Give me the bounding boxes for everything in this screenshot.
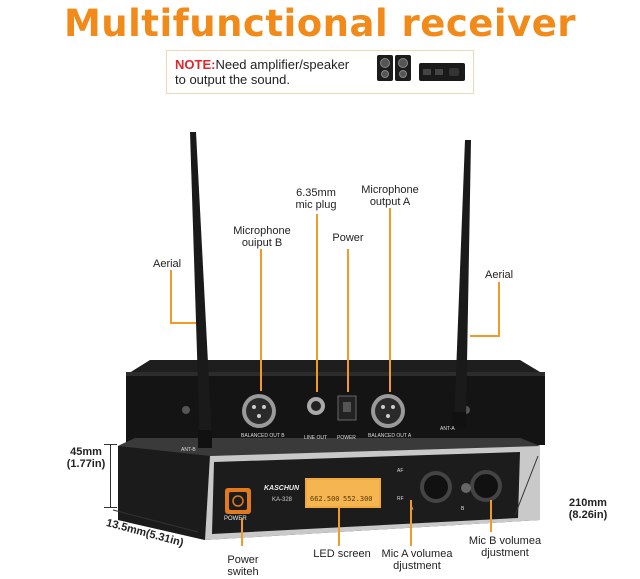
lcd-channel-b: 552.300 bbox=[343, 495, 373, 503]
note-line-2: to output the sound. bbox=[175, 72, 290, 87]
aerial-left-label: Aerial bbox=[153, 258, 182, 270]
speaker-icon bbox=[377, 55, 393, 81]
page-title: Multifunctional receiver bbox=[63, 2, 577, 45]
lead-line bbox=[241, 518, 243, 546]
note-key: NOTE: bbox=[175, 57, 216, 72]
power-button-label: POWER bbox=[224, 516, 247, 522]
lcd-channel-a: 662.500 bbox=[310, 495, 340, 503]
brand-logo: KASCHUN bbox=[264, 485, 299, 492]
lead-line bbox=[389, 208, 391, 392]
note-line-1: Need amplifier/speaker bbox=[215, 57, 350, 72]
lead-line bbox=[347, 249, 349, 392]
lead-line bbox=[170, 270, 172, 324]
channel-b-label: B bbox=[461, 506, 465, 512]
lead-line bbox=[316, 214, 318, 392]
lead-line bbox=[338, 508, 340, 546]
rf-label: RF bbox=[397, 496, 404, 502]
lead-line bbox=[490, 500, 492, 532]
model-label: KA-328 bbox=[272, 497, 293, 503]
height-dimension: 45mm(1.77in) bbox=[66, 446, 106, 470]
balanced-out-a-label: BALANCED OUT A bbox=[368, 433, 412, 439]
line-out-label: LINE OUT bbox=[304, 435, 328, 441]
ant-b-label: ANT-B bbox=[181, 447, 196, 453]
speaker-icon bbox=[395, 55, 411, 81]
af-label: AF bbox=[397, 468, 404, 474]
lead-line bbox=[498, 282, 500, 337]
dimension-line bbox=[104, 507, 117, 508]
lead-line bbox=[470, 335, 500, 337]
power-jack-label: POWER bbox=[337, 435, 356, 441]
lead-line bbox=[410, 500, 412, 546]
dimension-line bbox=[110, 444, 111, 508]
lead-line bbox=[170, 322, 196, 324]
note-box: NOTE:Need amplifier/speaker to output th… bbox=[166, 50, 474, 94]
ant-a-label: ANT-A bbox=[440, 426, 455, 432]
aerial-right-label: Aerial bbox=[485, 269, 514, 281]
power-label: Power bbox=[332, 232, 364, 244]
width-dimension: 210mm(8.26in) bbox=[568, 497, 608, 521]
led-screen-label: LED screen bbox=[313, 548, 371, 560]
dimension-line bbox=[104, 444, 117, 445]
lead-line bbox=[260, 249, 262, 391]
balanced-out-b-label: BALANCED OUT B bbox=[241, 433, 285, 439]
amplifier-icon bbox=[419, 63, 465, 81]
